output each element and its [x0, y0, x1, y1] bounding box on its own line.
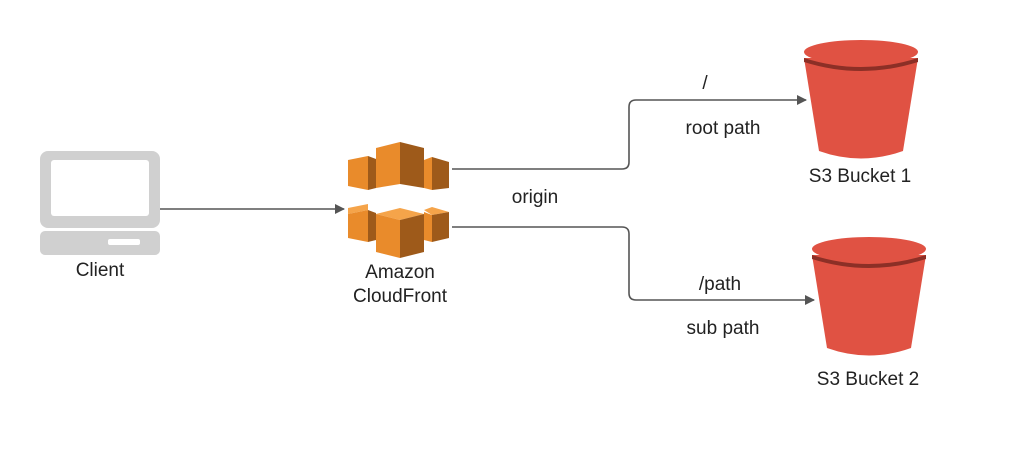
bucket2-label: S3 Bucket 2	[816, 369, 920, 390]
cloudfront-label-line1: Amazon	[365, 262, 435, 283]
edge-bucket2-path-label: /path	[698, 274, 742, 295]
s3-bucket-icon	[804, 40, 918, 159]
cloudfront-label: Amazon CloudFront	[330, 262, 470, 310]
cloudfront-label-line2: CloudFront	[353, 286, 447, 307]
laptop-icon	[40, 151, 160, 255]
edge-bucket2-description-label: sub path	[686, 318, 760, 339]
aws-cloudfront-icon	[348, 142, 449, 258]
edge-cloudfront-to-bucket1	[452, 95, 807, 170]
s3-bucket-icon	[812, 237, 926, 356]
client-label: Client	[75, 260, 125, 281]
origin-label: origin	[511, 187, 559, 208]
edge-cloudfront-to-bucket2	[452, 226, 815, 305]
bucket1-label: S3 Bucket 1	[808, 166, 912, 187]
edge-bucket1-description-label: root path	[685, 118, 761, 139]
edge-bucket1-path-label: /	[702, 73, 708, 94]
